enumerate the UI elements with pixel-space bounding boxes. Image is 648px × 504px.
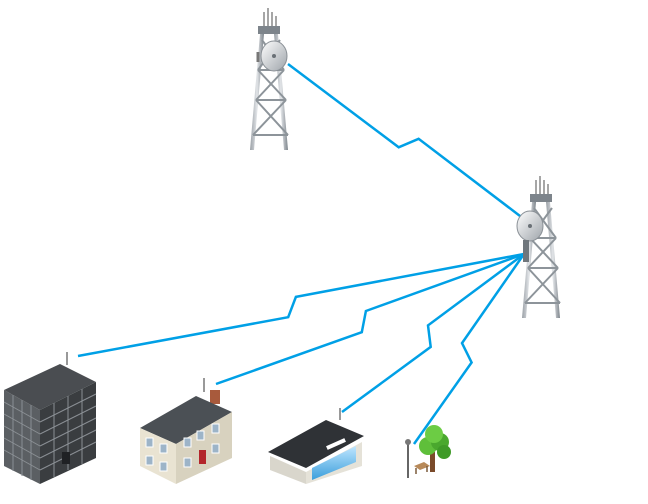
radio-link-tower-relay-to-office-building — [77, 252, 525, 358]
park-icon — [405, 425, 451, 478]
radio-link-tower-relay-to-house — [215, 252, 525, 386]
radio-link-tower-main-to-tower-relay — [287, 63, 521, 217]
radio-link-tower-relay-to-shop — [341, 252, 525, 414]
tower-relay-icon — [516, 176, 561, 318]
office-building-icon — [3, 352, 97, 484]
tower-main-icon — [250, 8, 289, 150]
house-icon — [140, 378, 232, 484]
shop-icon — [268, 408, 364, 484]
radio-link-tower-relay-to-park-pole — [412, 253, 526, 445]
radio-links — [77, 63, 526, 445]
